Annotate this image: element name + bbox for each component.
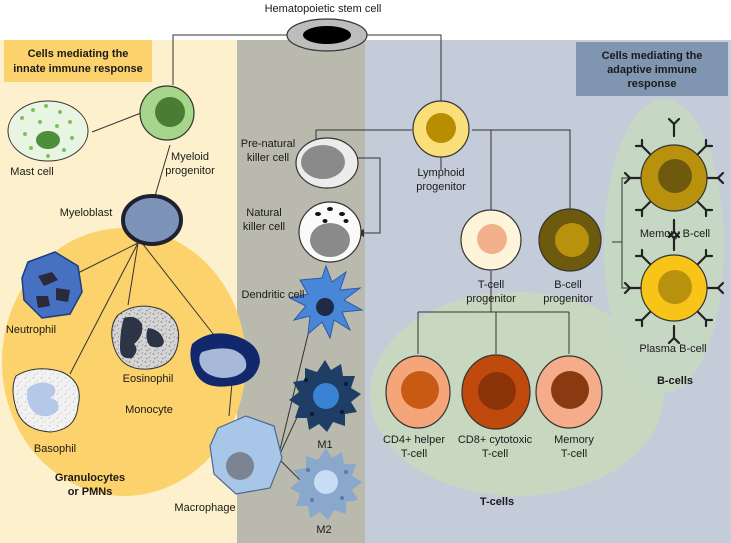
eosinophil-cell	[111, 305, 180, 370]
granulocytes-label-2: or PMNs	[68, 486, 113, 498]
myeloid-progenitor-label-2: progenitor	[165, 165, 215, 177]
b-cell-progenitor-label-1: B-cell	[554, 279, 582, 291]
eosinophil-label: Eosinophil	[123, 373, 174, 385]
adaptive-heading-line1: Cells mediating the	[602, 50, 703, 62]
innate-heading-line2: innate immune response	[13, 63, 143, 75]
pre-nk-label-1: Pre-natural	[241, 138, 295, 150]
myeloblast-label: Myeloblast	[60, 207, 113, 219]
cd8-label-2: T-cell	[482, 448, 508, 460]
memory-b-label: Memory B-cell	[640, 228, 710, 240]
cd8-label-1: CD8+ cytotoxic	[458, 434, 533, 446]
neutrophil-cell	[21, 251, 83, 319]
basophil-cell	[12, 368, 80, 433]
myeloid-progenitor-cell	[139, 85, 195, 141]
adaptive-heading-box	[576, 42, 728, 96]
memory-t-label-2: T-cell	[561, 448, 587, 460]
mast-cell	[7, 100, 89, 162]
basophil-label: Basophil	[34, 443, 76, 455]
myeloid-progenitor-label-1: Myeloid	[171, 151, 209, 163]
memory-t-cell	[535, 355, 603, 429]
lymphoid-progenitor-label-1: Lymphoid	[417, 167, 464, 179]
dendritic-cell	[288, 264, 364, 340]
plasma-b-label: Plasma B-cell	[639, 343, 706, 355]
t-cells-label: T-cells	[480, 496, 514, 508]
monocyte-label: Monocyte	[125, 404, 173, 416]
adaptive-heading-line2: adaptive immune	[607, 64, 697, 76]
nk-label-1: Natural	[246, 207, 281, 219]
pre-nk-label-2: killer cell	[247, 152, 289, 164]
memory-t-label-1: Memory	[554, 434, 594, 446]
lymphoid-progenitor-label-2: progenitor	[416, 181, 466, 193]
stem-cell-label: Hematopoietic stem cell	[265, 3, 382, 15]
granulocytes-label-1: Granulocytes	[55, 472, 125, 484]
innate-heading-line1: Cells mediating the	[28, 48, 129, 60]
t-cell-progenitor-label-1: T-cell	[478, 279, 504, 291]
nk-label-2: killer cell	[243, 221, 285, 233]
macrophage-cell	[209, 415, 283, 495]
innate-heading-box	[4, 40, 152, 82]
t-cell-progenitor-label-2: progenitor	[466, 293, 516, 305]
nk-cell	[298, 201, 362, 263]
stem-cell	[286, 18, 368, 52]
lymphoid-progenitor-cell	[412, 100, 470, 158]
memory-b-cell	[623, 117, 725, 239]
b-cell-progenitor-label-2: progenitor	[543, 293, 593, 305]
m1-cell	[289, 360, 361, 432]
dendritic-cell-label: Dendritic cell	[242, 289, 305, 301]
pre-nk-cell	[295, 137, 359, 189]
neutrophil-label: Neutrophil	[6, 324, 56, 336]
adaptive-heading-line3: response	[628, 78, 677, 90]
cd4-label-1: CD4+ helper	[383, 434, 445, 446]
b-cell-progenitor-cell	[538, 208, 602, 272]
cd8-cytotoxic-t-cell	[461, 354, 531, 430]
mast-cell-label: Mast cell	[10, 166, 53, 178]
cd4-label-2: T-cell	[401, 448, 427, 460]
macrophage-label: Macrophage	[174, 502, 235, 514]
m1-label: M1	[317, 439, 332, 451]
plasma-b-cell	[623, 231, 725, 345]
t-cell-progenitor-cell	[460, 209, 522, 271]
myeloblast-cell	[121, 194, 183, 246]
m2-label: M2	[316, 524, 331, 536]
monocyte-cell	[190, 333, 260, 387]
cd4-helper-t-cell	[385, 355, 451, 429]
m2-cell	[290, 448, 362, 520]
b-cells-label: B-cells	[657, 375, 693, 387]
